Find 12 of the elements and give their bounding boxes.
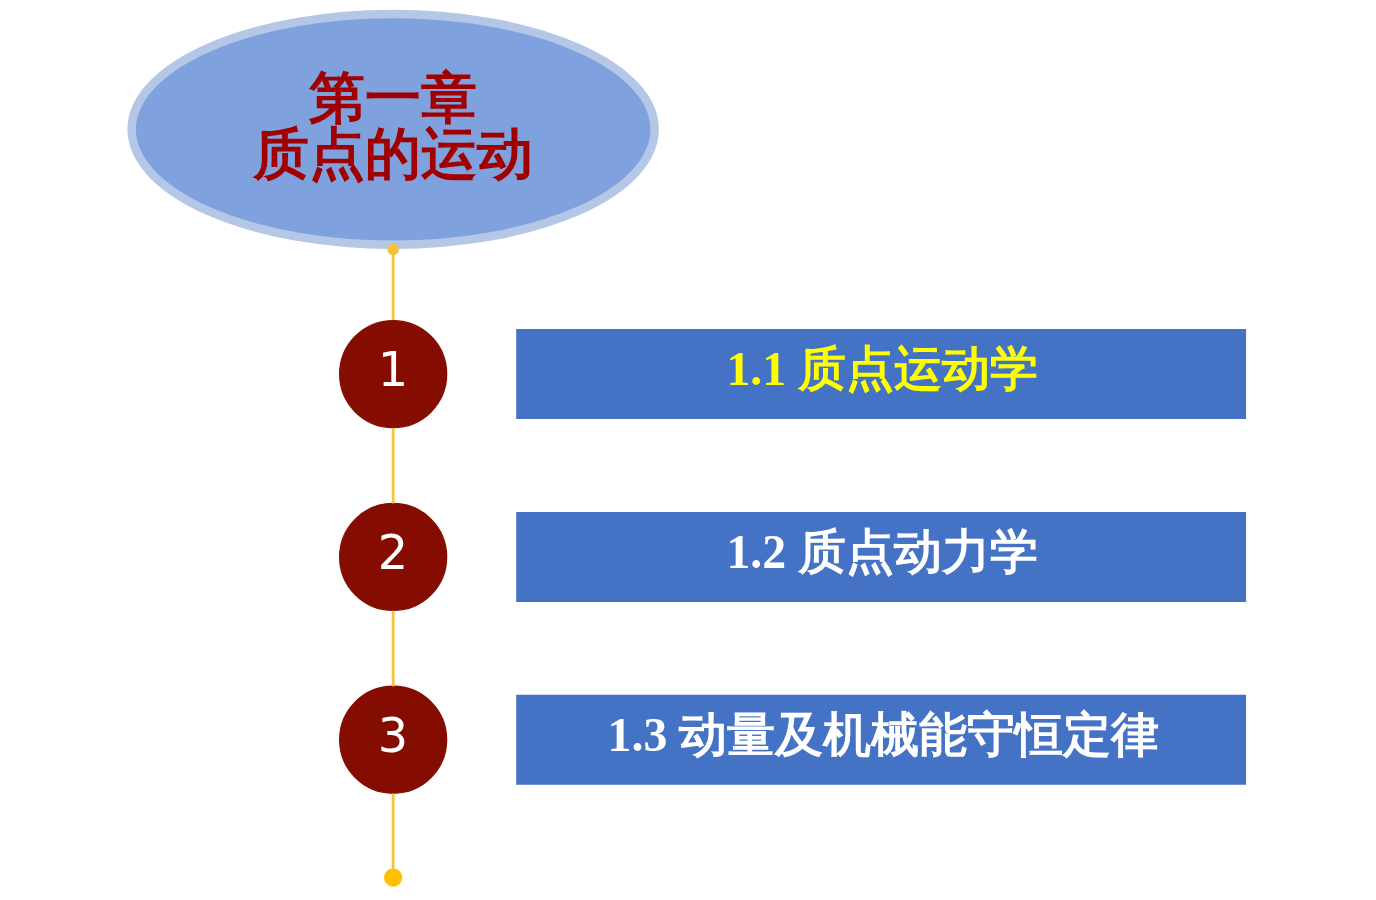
node-box: 1.3 动量及机械能守恒定律 xyxy=(515,694,1246,785)
node-ellipse: 第一章 质点的运动 xyxy=(126,9,659,249)
connector xyxy=(391,427,395,504)
node-circle: 1 xyxy=(338,319,447,429)
node-circle: 2 xyxy=(338,502,447,612)
node-box: 1.2 质点动力学 xyxy=(515,511,1246,602)
connector xyxy=(391,793,395,869)
node-circle: 3 xyxy=(338,685,447,794)
connector xyxy=(386,243,399,321)
node-circle xyxy=(383,868,402,887)
connector xyxy=(391,610,395,687)
node-box: 1.1 质点运动学 xyxy=(515,329,1246,420)
